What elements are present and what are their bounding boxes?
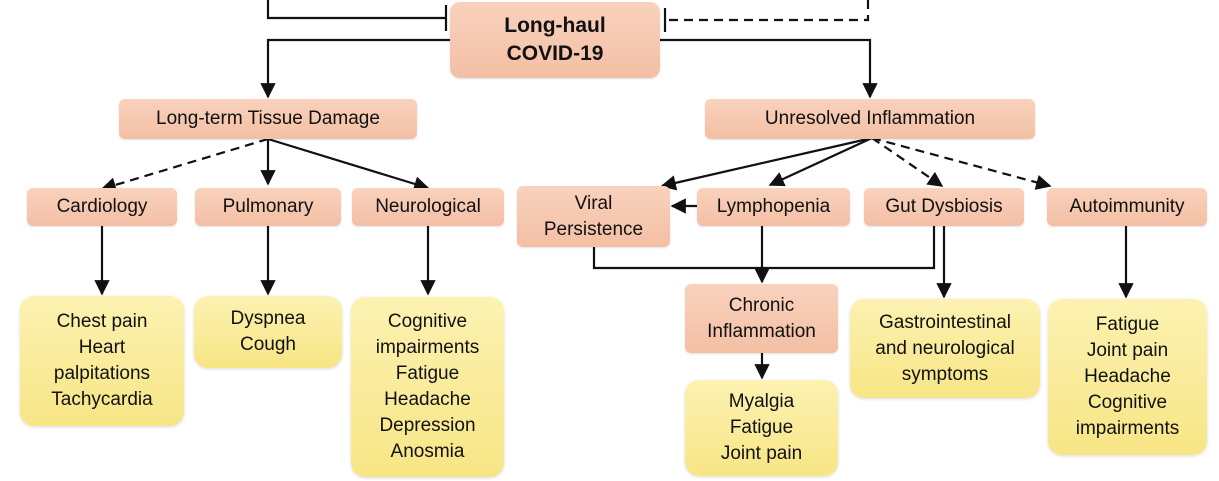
chronic-inflammation-node: Chronic Inflammation [685, 284, 838, 353]
autoimmunity-node: Autoimmunity [1047, 188, 1207, 226]
pulmonary-node: Pulmonary [195, 188, 341, 226]
edge-tissue-cardiology [100, 137, 269, 193]
inhibition-line-right [665, 0, 870, 22]
edge-gut-merge [762, 226, 936, 270]
cardiology-node: Cardiology [27, 188, 177, 226]
inhibition-line-left [266, 0, 446, 20]
edge-inflammation-viral [660, 136, 873, 191]
edge-inflammation-lymphopenia [768, 137, 873, 187]
autoimmunity-symptoms: Fatigue Joint pain Headache Cognitive im… [1048, 299, 1207, 455]
root-node: Long-haul COVID-19 [450, 2, 660, 78]
gut-dysbiosis-symptoms: Gastrointestinal and neurological sympto… [850, 299, 1040, 398]
edge-viral-merge [592, 247, 762, 270]
inflammation-node: Unresolved Inflammation [705, 99, 1035, 139]
edge-root-inflammation [660, 38, 878, 99]
edge-inflammation-autoimmunity [871, 136, 1052, 190]
neurological-node: Neurological [352, 188, 504, 226]
tissue-damage-node: Long-term Tissue Damage [119, 99, 417, 139]
cardiology-symptoms: Chest pain Heart palpitations Tachycardi… [20, 296, 184, 426]
edge-inflammation-gut [871, 137, 944, 187]
pulmonary-symptoms: Dyspnea Cough [194, 296, 342, 368]
viral-persistence-node: Viral Persistence [517, 186, 670, 247]
lymphopenia-node: Lymphopenia [697, 188, 850, 226]
edge-tissue-neurological [267, 137, 430, 192]
chronic-inflammation-symptoms: Myalgia Fatigue Joint pain [685, 380, 838, 476]
gut-dysbiosis-node: Gut Dysbiosis [864, 188, 1024, 226]
neurological-symptoms: Cognitive impairments Fatigue Headache D… [351, 297, 504, 477]
edge-root-tissue [260, 38, 450, 99]
